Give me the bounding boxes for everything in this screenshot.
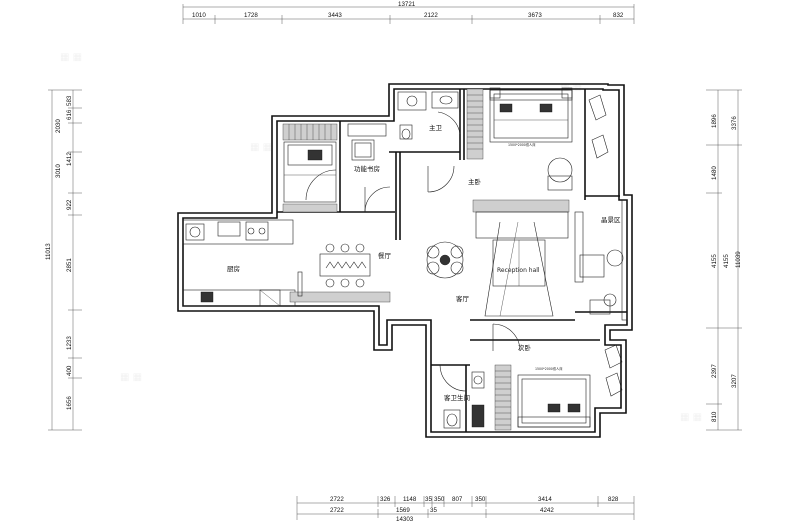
top-dim-4: 2122 bbox=[424, 12, 438, 19]
guest-bath bbox=[443, 371, 485, 429]
balcony bbox=[579, 199, 628, 321]
bottom-dim-4: 35 bbox=[425, 496, 432, 503]
bottom-total-dimension: 14303 bbox=[396, 516, 414, 522]
left-dim-3: 2030 bbox=[55, 119, 62, 133]
left-dim-5: 3010 bbox=[55, 164, 62, 178]
bottom-dim-6: 807 bbox=[452, 496, 463, 503]
bottom-row2-dim-4: 4242 bbox=[540, 507, 554, 514]
study-shelf-hatch bbox=[288, 124, 332, 140]
room-label-study: 功能书房 bbox=[354, 164, 380, 173]
left-outer-dimension: 11013 bbox=[45, 243, 52, 260]
left-dim-7: 2851 bbox=[66, 258, 73, 272]
dining bbox=[297, 243, 371, 297]
bottom-row2-dim-1: 2722 bbox=[330, 507, 344, 514]
bottom-dim-2: 326 bbox=[380, 496, 391, 503]
outer-walls bbox=[177, 83, 633, 438]
room-label-master-bedroom: 主卧 bbox=[468, 177, 482, 186]
room-label-second-bedroom: 次卧 bbox=[518, 343, 532, 352]
bottom-row2-dim-2: 1569 bbox=[396, 507, 410, 514]
right-outer-dim-4: 3207 bbox=[731, 374, 738, 388]
left-dim-1: 583 bbox=[66, 95, 73, 106]
top-dim-3: 3443 bbox=[328, 12, 342, 19]
top-dim-1: 1010 bbox=[192, 12, 206, 19]
reception-hall-label: Reception hall bbox=[497, 267, 540, 274]
living-room bbox=[426, 199, 584, 317]
second-wardrobe-hatch bbox=[495, 370, 511, 426]
right-dim-5: 810 bbox=[711, 411, 718, 422]
room-label-kitchen: 厨房 bbox=[227, 264, 240, 273]
top-total-dimension: 13721 bbox=[398, 1, 416, 8]
svg-text:▦ ▦: ▦ ▦ bbox=[560, 82, 582, 93]
bottom-row2-dim-3: 35 bbox=[430, 507, 437, 514]
right-outer-dim-2: 4155 bbox=[723, 254, 730, 268]
left-dimension-lines bbox=[48, 89, 82, 431]
top-dim-2: 1728 bbox=[244, 12, 258, 19]
room-label-master-bath: 主卫 bbox=[429, 123, 443, 132]
room-label-guest-bath: 客卫生间 bbox=[444, 393, 470, 402]
left-dim-4: 1412 bbox=[66, 152, 73, 166]
right-dim-2: 1480 bbox=[711, 166, 718, 180]
watermark-layer: ▦ ▦ ▦ ▦ ▦ ▦ ▦ ▦ ▦ ▦ bbox=[60, 52, 702, 423]
svg-text:▦ ▦: ▦ ▦ bbox=[60, 52, 82, 63]
wardrobe-hatch bbox=[467, 94, 483, 150]
master-bedroom bbox=[466, 87, 609, 191]
second-bedroom bbox=[494, 344, 623, 431]
left-dim-2: 616 bbox=[66, 109, 73, 120]
interior-walls bbox=[277, 89, 627, 432]
left-dim-10: 1656 bbox=[66, 396, 73, 410]
bottom-dimension-lines bbox=[296, 496, 635, 520]
svg-text:▦ ▦: ▦ ▦ bbox=[250, 142, 272, 153]
master-bed-label: 1500*2000双人床 bbox=[508, 142, 536, 147]
right-dimension-lines bbox=[706, 89, 742, 431]
left-dim-8: 1233 bbox=[66, 336, 73, 350]
svg-text:▦ ▦: ▦ ▦ bbox=[120, 372, 142, 383]
top-dim-6: 832 bbox=[613, 12, 624, 19]
master-bath bbox=[397, 91, 461, 140]
room-label-living: 客厅 bbox=[456, 294, 470, 303]
right-dim-1: 1896 bbox=[711, 114, 718, 128]
top-dimension-lines bbox=[182, 4, 635, 24]
bottom-dim-8: 3414 bbox=[538, 496, 552, 503]
study bbox=[282, 123, 387, 213]
bottom-dim-3: 1148 bbox=[403, 496, 417, 503]
right-outer-dim-1: 3376 bbox=[731, 116, 738, 130]
left-dim-6: 922 bbox=[66, 199, 73, 210]
bottom-dim-7: 350 bbox=[475, 496, 486, 503]
svg-text:▦ ▦: ▦ ▦ bbox=[680, 412, 702, 423]
coffee-table bbox=[426, 241, 464, 279]
bottom-dim-5: 350 bbox=[434, 496, 445, 503]
kitchen bbox=[182, 219, 391, 307]
second-bed-label: 1500*2000双人床 bbox=[535, 366, 563, 371]
doors bbox=[364, 165, 521, 392]
right-dim-3: 4155 bbox=[711, 254, 718, 268]
bottom-dim-1: 2722 bbox=[330, 496, 344, 503]
top-dim-5: 3673 bbox=[528, 12, 542, 19]
bottom-dim-9: 828 bbox=[608, 496, 619, 503]
room-label-dining: 餐厅 bbox=[378, 251, 392, 260]
room-label-balcony: 晶景区 bbox=[601, 216, 621, 224]
right-dim-4: 2397 bbox=[711, 364, 718, 378]
right-outer-dim-3: 11039 bbox=[735, 251, 742, 268]
left-dim-9: 400 bbox=[66, 365, 73, 376]
